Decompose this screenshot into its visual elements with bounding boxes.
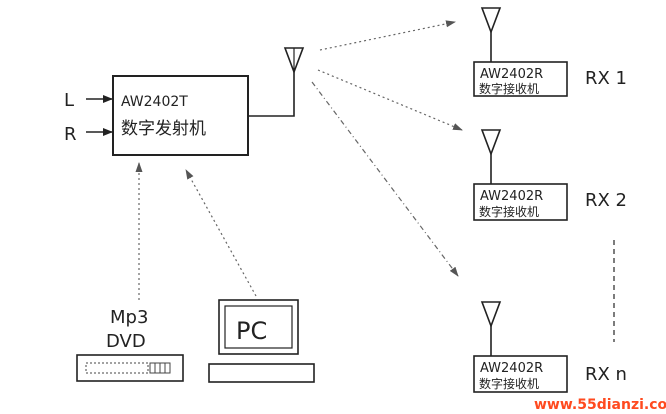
- watermark: www.55dianzi.com: [534, 397, 666, 413]
- rxn-antenna-icon: [480, 301, 502, 329]
- pc-label: PC: [236, 317, 267, 345]
- player-label-dvd: DVD: [106, 331, 146, 352]
- rx2-name: 数字接收机: [479, 204, 539, 219]
- pc-monitor-icon: [218, 299, 299, 355]
- rxn-label: RX n: [585, 364, 627, 385]
- transmitter-name: 数字发射机: [121, 119, 206, 139]
- input-right: R: [64, 124, 113, 145]
- receiver-rx1: AW2402R 数字接收机 RX 1: [473, 7, 627, 97]
- input-left-label: L: [64, 90, 74, 111]
- input-left: L: [64, 90, 113, 111]
- rx2-model: AW2402R: [480, 189, 543, 204]
- wireless-link-rx2: [317, 69, 463, 131]
- rx2-antenna-icon: [480, 129, 502, 157]
- pc-base-icon: [208, 363, 315, 383]
- rx1-model: AW2402R: [480, 67, 543, 82]
- rx1-antenna-icon: [480, 7, 502, 35]
- transmitter-block: AW2402T 数字发射机: [112, 75, 249, 156]
- transmitter-model: AW2402T: [121, 94, 188, 110]
- wireless-link-rxn: [311, 81, 459, 277]
- receiver-rx2: AW2402R 数字接收机 RX 2: [473, 129, 627, 221]
- mp3-dvd-player: Mp3 DVD: [76, 307, 184, 382]
- dvd-player-icon: [76, 354, 184, 382]
- transmitter-antenna-icon: [248, 47, 305, 117]
- rxn-name: 数字接收机: [479, 376, 539, 391]
- receiver-rxn: AW2402R 数字接收机 RX n: [473, 301, 627, 393]
- input-right-label: R: [64, 124, 77, 145]
- rx1-name: 数字接收机: [479, 81, 539, 96]
- pc-to-transmitter-link: [185, 169, 257, 297]
- rx1-label: RX 1: [585, 68, 627, 89]
- rxn-model: AW2402R: [480, 361, 543, 376]
- wireless-link-rx1: [319, 20, 456, 51]
- pc-computer: PC: [208, 299, 315, 383]
- rx2-label: RX 2: [585, 190, 627, 211]
- player-label-mp3: Mp3: [110, 307, 148, 328]
